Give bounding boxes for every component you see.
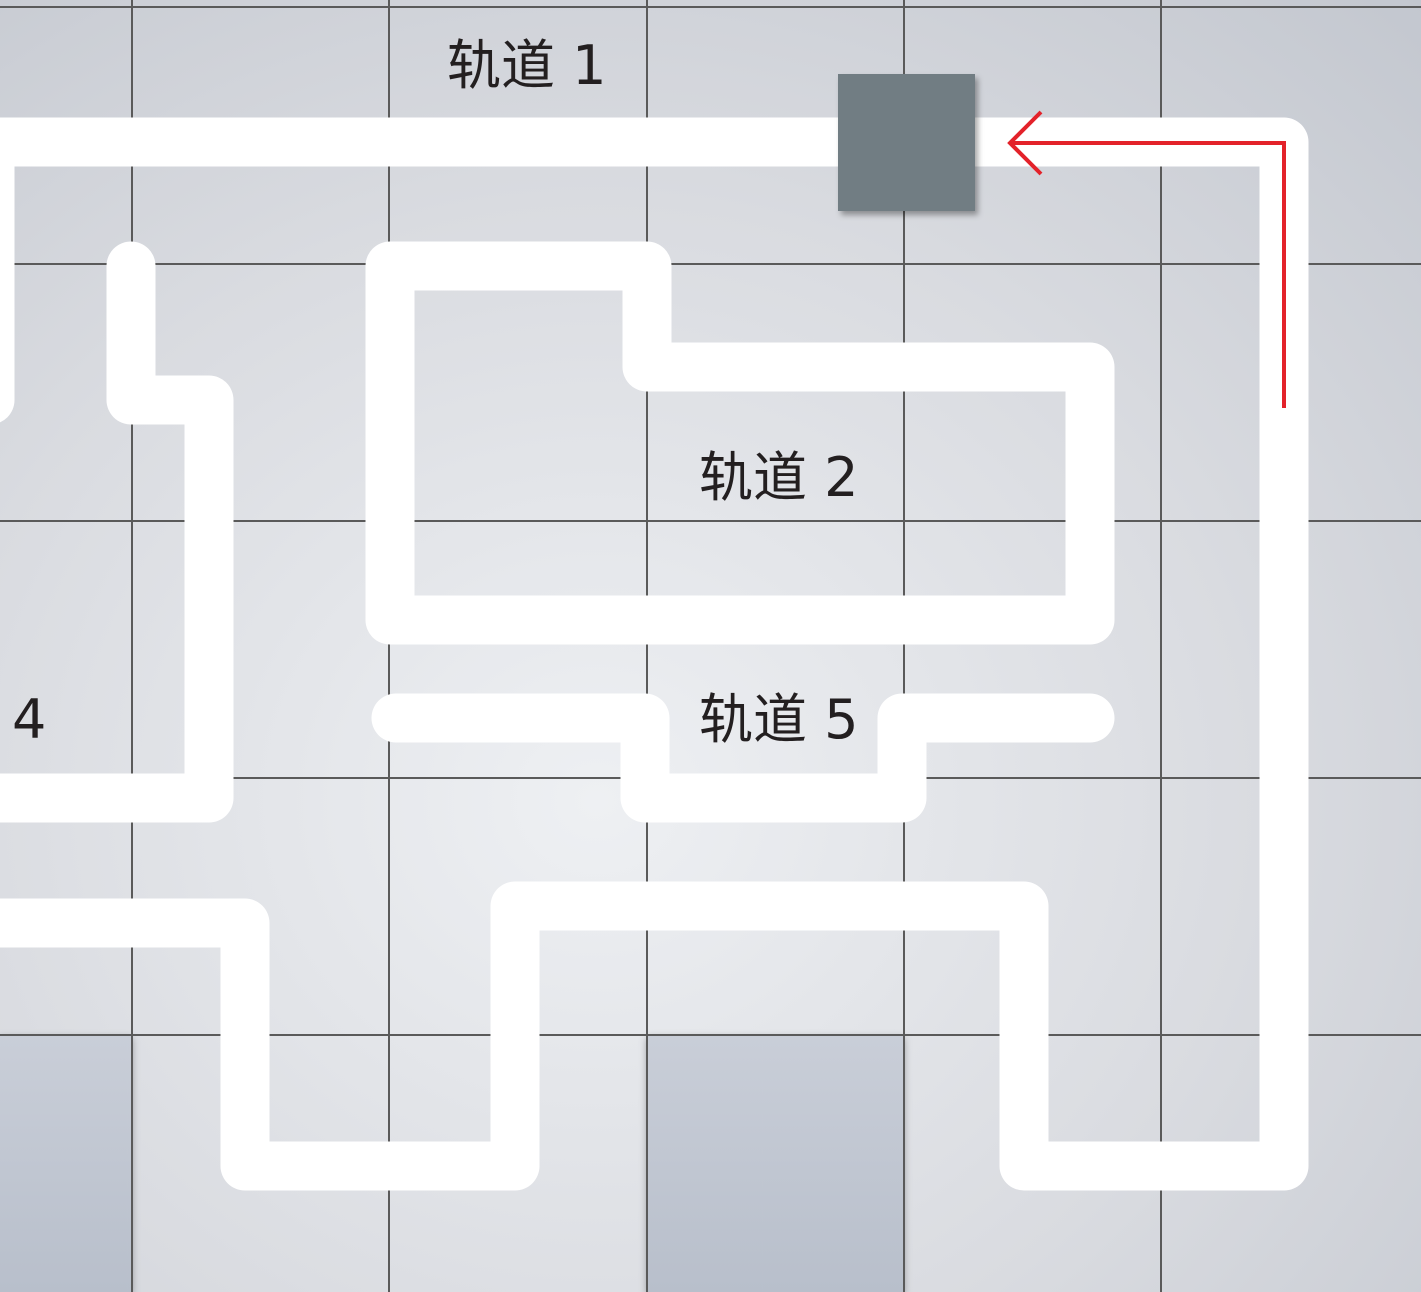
- label-track-1: 轨道 1: [447, 34, 607, 97]
- direction-arrow-icon: [1007, 110, 1286, 408]
- block-marker: [838, 74, 975, 211]
- label-track-2: 轨道 2: [699, 446, 859, 509]
- label-track-4: 4: [12, 688, 46, 751]
- dark-tile-left: [0, 1035, 132, 1292]
- label-track-5: 轨道 5: [699, 688, 859, 751]
- track-1: [0, 117, 1309, 1191]
- track-2: [365, 241, 1115, 645]
- track-4: [0, 241, 234, 823]
- dark-tile-center: [647, 1035, 904, 1292]
- track-5: [371, 693, 1115, 823]
